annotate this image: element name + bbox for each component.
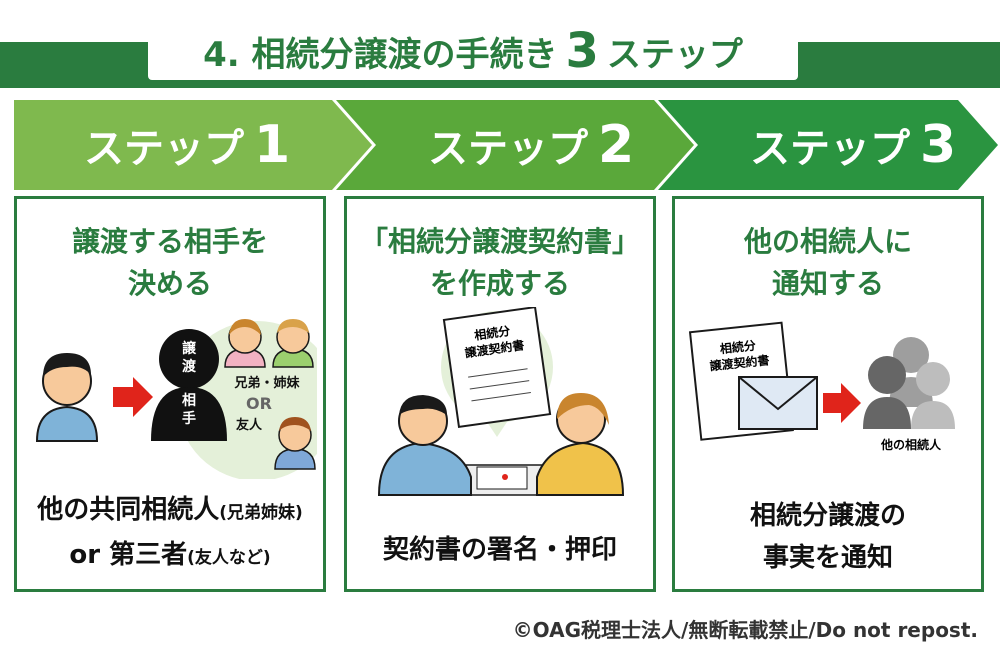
siblings-label: 兄弟・姉妹 [233,375,300,391]
heading-line: 決める [127,267,212,300]
silhouette-char: 相 [182,392,196,409]
step-3-number: 3 [920,115,957,175]
document-title: 相続分 [473,323,511,343]
document-icon: 相続分 譲渡契約書 [442,307,552,429]
step-2-number: 2 [598,115,635,175]
step-2-caption: 契約書の署名・押印 [382,535,617,565]
heading-line: 通知する [771,267,884,300]
caption-small: (友人など) [187,548,271,568]
step-2-panel: 「相続分譲渡契約書」 を作成する 相続分 譲渡契約書 契約書の [344,196,656,592]
heading-line: を作成する [429,267,570,300]
envelope-icon [738,376,818,430]
title-suffix: ステップ [606,34,743,75]
step-1-label: ステップ [84,126,244,172]
step-2-heading: 「相続分譲渡契約書」 を作成する [347,221,653,305]
people-label: 他の相続人 [880,437,942,452]
step-3-panel: 他の相続人に 通知する 相続分 譲渡契約書 他の相続人 相続分譲渡の 事実を通知 [672,196,984,592]
step-1-number: 1 [254,115,291,175]
step-1-illustration: 譲 渡 相 手 兄弟・姉妹 OR 友人 [35,319,317,479]
person-icon [272,319,314,368]
step-3-caption: 相続分譲渡の 事実を通知 [675,495,981,579]
step-3-label: ステップ [750,126,910,172]
arrow-right-icon [113,377,153,417]
arrow-right-icon [823,383,861,423]
heading-line: 「相続分譲渡契約書」 [359,225,640,258]
silhouette-icon: 譲 渡 相 手 [151,329,227,441]
person-icon [377,395,472,496]
step-1-arrow: ステップ 1 [14,100,374,190]
person-icon [274,417,316,470]
or-label: OR [246,394,272,413]
person-icon [35,353,99,442]
silhouette-char: 渡 [182,358,197,375]
document-title: 相続分 [719,338,756,357]
chevron-arrow-icon [336,100,694,190]
caption-main: 他の共同相続人 [37,495,220,525]
title-prefix: 4. 相続分譲渡の手続き [203,34,558,75]
step-2-label: ステップ [428,126,588,172]
silhouette-char: 譲 [182,340,197,357]
caption-line: 事実を通知 [762,543,893,573]
page-title: 4. 相続分譲渡の手続き 3 ステップ [148,22,798,80]
step-2-arrow: ステップ 2 [336,100,696,190]
chevron-arrow-icon [658,100,998,190]
heading-line: 譲渡する相手を [71,225,268,258]
caption-line: 相続分譲渡の [749,501,906,531]
person-icon [224,319,266,368]
step-2-illustration: 相続分 譲渡契約書 [377,307,625,496]
step-1-panel: 譲渡する相手を 決める 譲 渡 相 手 [14,196,326,592]
document-title: 譲渡契約書 [709,352,770,373]
caption-small: (兄弟姉妹) [219,503,303,523]
step-3-illustration: 相続分 譲渡契約書 他の相続人 [688,321,955,452]
copyright-footer: ©OAG税理士法人/無断転載禁止/Do not repost. [512,618,978,642]
chevron-arrow-icon [14,100,372,190]
title-number: 3 [565,23,599,79]
silhouette-char: 手 [182,410,196,427]
step-1-caption: 他の共同相続人(兄弟姉妹) or 第三者(友人など) [17,489,323,579]
heading-line: 他の相続人に [743,225,912,258]
step-3-heading: 他の相続人に 通知する [675,221,981,305]
step-1-heading: 譲渡する相手を 決める [17,221,323,305]
people-group-icon [863,337,955,429]
friend-label: 友人 [236,417,263,433]
caption-main: or 第三者 [69,540,188,570]
person-icon [536,393,625,496]
step-3-arrow: ステップ 3 [658,100,1000,190]
